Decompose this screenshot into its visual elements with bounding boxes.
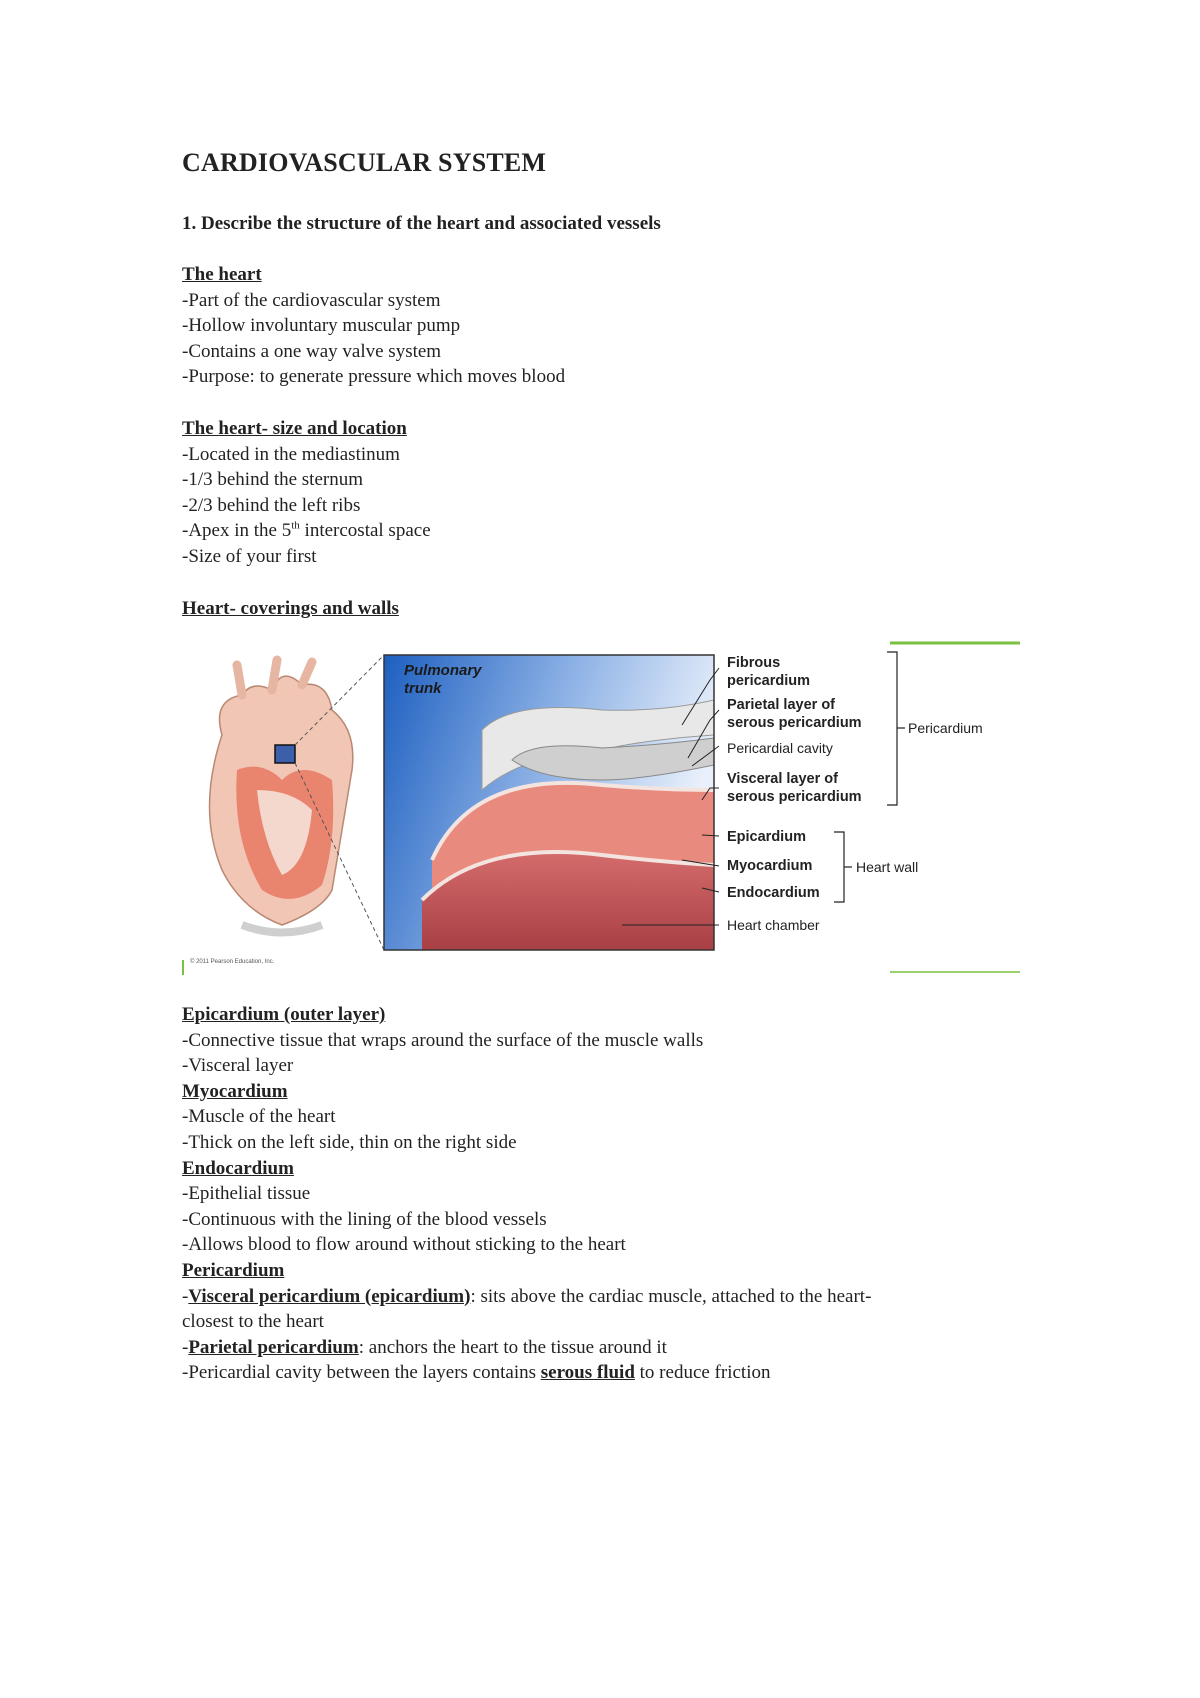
document-title: CARDIOVASCULAR SYSTEM [182,148,547,177]
pericardial-cavity-label: Pericardial cavity [727,740,833,756]
visceral-layer-label: Visceral layer of [727,771,838,787]
section-size-location: The heart- size and location -Located in… [182,416,431,570]
section-coverings: Heart- coverings and walls [182,596,399,622]
question-heading: 1. Describe the structure of the heart a… [182,213,661,234]
bullet-line: -Size of your first [182,545,317,567]
bullet-line-cavity: -Pericardial cavity between the layers c… [182,1362,771,1384]
bullet-line-parietal: -Parietal pericardium: anchors the heart… [182,1336,667,1358]
visceral-layer-label: serous pericardium [727,789,862,805]
bullet-line: -Muscle of the heart [182,1106,336,1128]
bullet-line: -2/3 behind the left ribs [182,494,361,516]
bullet-line: -Connective tissue that wraps around the… [182,1029,704,1051]
section-heading: Epicardium (outer layer) [182,1004,386,1025]
myocardium-label: Myocardium [727,858,812,874]
bullet-line: -Thick on the left side, thin on the rig… [182,1131,517,1153]
section-heading: The heart- size and location [182,418,407,439]
leader-lines [622,667,720,926]
fibrous-pericardium-label: Fibrous [727,655,780,671]
section-heading: The heart [182,264,262,285]
pulmonary-trunk-label: trunk [404,680,442,697]
brackets [834,651,905,903]
bullet-line: -Epithelial tissue [182,1183,311,1205]
section-heading: Myocardium [182,1080,288,1102]
copyright-text: © 2011 Pearson Education, Inc. [190,958,275,965]
epicardium-label: Epicardium [727,829,806,845]
bullet-line: -Continuous with the lining of the blood… [182,1208,547,1230]
heart-wall-group-label: Heart wall [856,859,918,875]
fibrous-pericardium-label: pericardium [727,673,810,689]
bullet-line: -Visceral layer [182,1055,294,1077]
bullet-line: -Hollow involuntary muscular pump [182,315,461,337]
bullet-line: closest to the heart [182,1311,324,1333]
endocardium-label: Endocardium [727,885,820,901]
detail-panel [384,655,714,950]
section-the-heart: The heart -Part of the cardiovascular sy… [182,262,565,390]
bullet-line: -Part of the cardiovascular system [182,289,441,311]
bullet-line: -Allows blood to flow around without sti… [182,1234,626,1256]
bullet-line-visceral: -Visceral pericardium (epicardium): sits… [182,1285,872,1307]
section-heading: Heart- coverings and walls [182,598,399,619]
bullet-line-apex: -Apex in the 5th intercostal space [182,520,431,542]
heart-layers-diagram: Pulmonary trunk Fibrous pericardium Pari… [182,641,1020,975]
section-heading: Endocardium [182,1157,294,1179]
section-heading: Pericardium [182,1259,285,1281]
parietal-layer-label: Parietal layer of [727,697,835,713]
parietal-layer-label: serous pericardium [727,715,862,731]
bullet-line: -Purpose: to generate pressure which mov… [182,366,566,388]
heart-chamber-label: Heart chamber [727,917,820,933]
bullet-line: -1/3 behind the sternum [182,469,363,491]
pericardium-group-label: Pericardium [908,720,983,736]
heart-wall-figure: Pulmonary trunk Fibrous pericardium Pari… [182,640,1022,975]
bullet-line: -Contains a one way valve system [182,340,442,362]
bullet-line: -Located in the mediastinum [182,443,400,465]
section-epicardium: Epicardium (outer layer) -Connective tis… [182,1002,871,1386]
heart-icon [208,655,354,937]
pulmonary-trunk-label: Pulmonary [404,662,482,679]
